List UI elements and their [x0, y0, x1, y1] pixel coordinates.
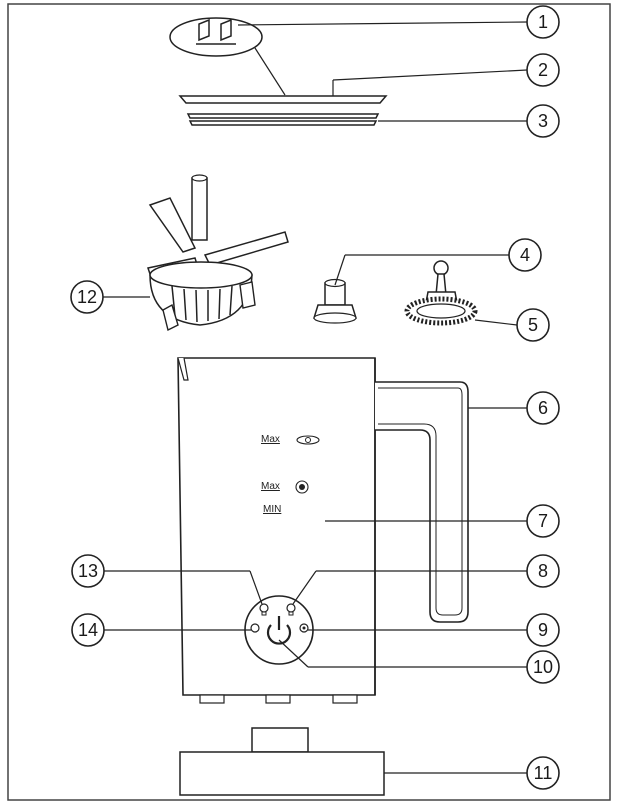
- milk-icon: [295, 480, 309, 494]
- callout-number: 8: [538, 561, 548, 581]
- callout-2: 2: [526, 53, 560, 87]
- indicator-led-14: [250, 623, 260, 633]
- callout-12: 12: [70, 280, 104, 314]
- leader-lines: [237, 21, 528, 122]
- callout-6: 6: [526, 391, 560, 425]
- callout-number: 6: [538, 398, 548, 418]
- callout-1: 1: [526, 5, 560, 39]
- callout-number: 10: [533, 657, 553, 677]
- indicator-led-13: [259, 603, 269, 616]
- control-panel: [104, 570, 527, 668]
- callout-10: 10: [526, 650, 560, 684]
- callout-9: 9: [526, 613, 560, 647]
- callout-7: 7: [526, 504, 560, 538]
- callout-number: 7: [538, 511, 548, 531]
- callout-14: 14: [71, 613, 105, 647]
- level-markings: Max Max MIN: [261, 434, 320, 515]
- power-base-part: [179, 727, 527, 796]
- diagram-border: [7, 3, 611, 801]
- callout-number: 9: [538, 620, 548, 640]
- callout-number: 14: [78, 620, 98, 640]
- callout-number: 5: [528, 315, 538, 335]
- indicator-led-8: [286, 603, 296, 616]
- indicator-led-9: [299, 623, 309, 633]
- callout-number: 11: [534, 763, 553, 783]
- max-foam-label: Max: [261, 434, 280, 445]
- lid-part: [178, 95, 388, 104]
- callout-13: 13: [71, 554, 105, 588]
- callout-5: 5: [516, 308, 550, 342]
- callout-8: 8: [526, 554, 560, 588]
- froth-whisk-part: [404, 260, 518, 326]
- froth-icon: [296, 435, 320, 445]
- callout-4: 4: [508, 238, 542, 272]
- max-milk-label: Max: [261, 481, 280, 492]
- callout-number: 1: [538, 12, 548, 32]
- callout-number: 3: [538, 111, 548, 131]
- jug-feet: [199, 694, 358, 704]
- callout-number: 12: [77, 287, 97, 307]
- callout-3: 3: [526, 104, 560, 138]
- seal-ring-part: [186, 113, 380, 126]
- power-icon: [266, 616, 292, 645]
- callout-number: 13: [78, 561, 98, 581]
- jug-body-part: [177, 357, 527, 696]
- callout-number: 2: [538, 60, 548, 80]
- callout-11: 11: [526, 756, 560, 790]
- min-label: MIN: [263, 504, 281, 515]
- milk-whisk-part: [313, 254, 509, 324]
- whisk-holder-part: [103, 174, 289, 332]
- callout-number: 4: [520, 245, 530, 265]
- lid-knob-part: [169, 17, 286, 96]
